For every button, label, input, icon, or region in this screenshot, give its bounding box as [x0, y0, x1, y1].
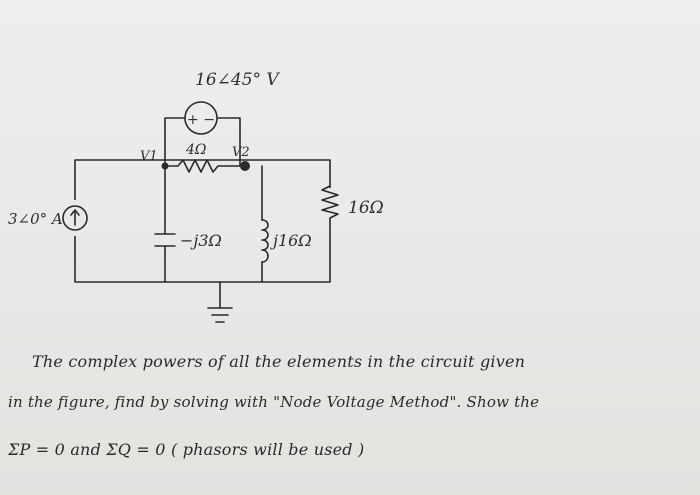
problem-line-3: ΣP = 0 and ΣQ = 0 ( phasors will be used…	[8, 440, 365, 459]
node-v2-dot	[240, 161, 250, 171]
problem-line-2: in the figure, find by solving with "Nod…	[8, 393, 540, 411]
node-v1-dot	[161, 162, 169, 170]
voltage-source-sign: + −	[187, 112, 215, 128]
current-source	[62, 200, 88, 236]
inductor	[261, 219, 269, 263]
circuit-wires	[74, 117, 331, 309]
capacitor	[154, 233, 176, 247]
resistor-16-ohm	[321, 185, 339, 219]
current-source-label: 3∠0° A	[8, 210, 63, 228]
inductor-label: j16Ω	[270, 231, 312, 250]
circuit-diagram: + − 16∠45° V 4Ω V1 V2 16Ω 3∠0° A	[8, 70, 384, 323]
ground-symbol	[207, 307, 233, 323]
node-v2-label: V2	[232, 145, 250, 160]
capacitor-label: −j3Ω	[180, 231, 222, 250]
problem-line-1: The complex powers of all the elements i…	[32, 352, 526, 371]
resistor-16-ohm-label: 16Ω	[348, 198, 384, 218]
voltage-source-label: 16∠45° V	[195, 70, 280, 90]
node-v1-label: V1	[140, 149, 158, 164]
resistor-4-ohm	[164, 159, 241, 173]
resistor-4-ohm-label: 4Ω	[185, 142, 207, 158]
voltage-source: + −	[184, 101, 218, 135]
